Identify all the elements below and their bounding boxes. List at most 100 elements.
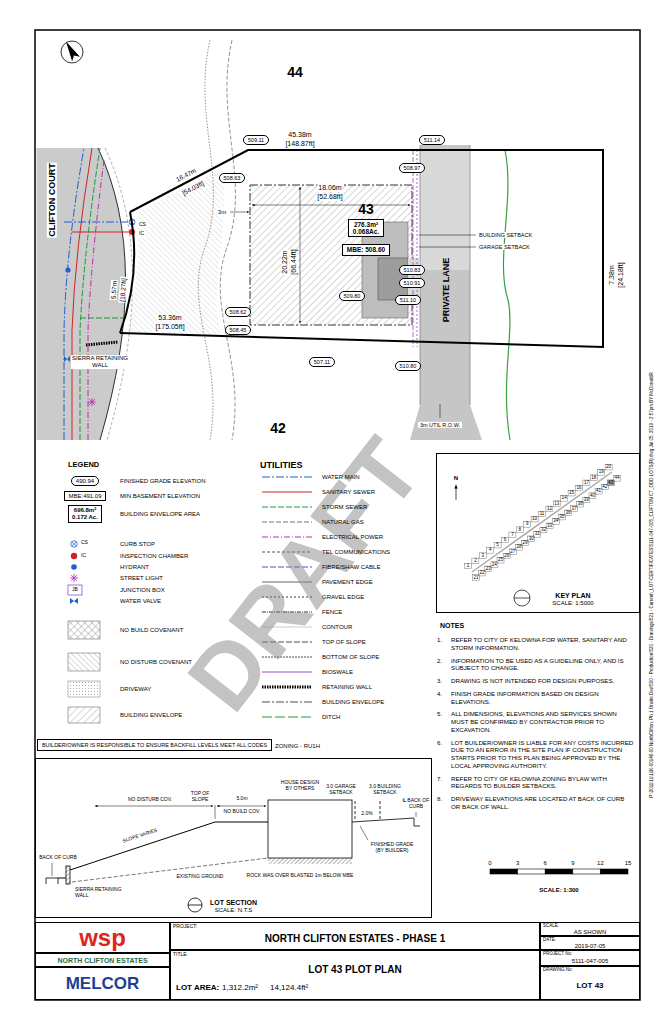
legend-symbols (70, 574, 78, 582)
node-text: BUILDER/OWNER IS RESPONSIBLE TO ENSURE B… (42, 742, 267, 748)
elevation-oval: 511.10 (395, 295, 421, 305)
dimension-label: 3m (217, 209, 227, 216)
logo-cell: NORTH CLIFTON ESTATES (35, 953, 170, 967)
node-text: 511.10 (400, 297, 416, 303)
lot-section-drawing (46, 800, 420, 912)
slope-lines (198, 40, 213, 440)
section-label: FINISHED GRADE (BY BUILDER) (367, 842, 417, 854)
key-plan-map (465, 464, 621, 580)
node-text: MBE:491.09 (68, 493, 101, 500)
sheet-frame (35, 30, 640, 1000)
key-plan-lot: 16 (576, 485, 581, 490)
key-plan-lot: 17 (584, 480, 589, 485)
key-plan-map (558, 514, 565, 520)
dimension-label: [66.44ft] (290, 248, 298, 275)
key-plan-map (589, 493, 596, 499)
key-plan-lot: 24 (492, 562, 497, 567)
section-label: TOP OF SLOPE (185, 791, 215, 803)
lot-section-drawing (414, 818, 420, 826)
key-plan-symbols (456, 485, 530, 606)
scale-bar (573, 869, 601, 874)
node-text: wsp (79, 926, 126, 950)
key-plan-lot: 35 (559, 515, 564, 520)
note-number: 4. (437, 690, 451, 706)
legend-text: BOTTOM OF SLOPE (322, 654, 379, 661)
key-plan-lot: 41 (596, 489, 601, 494)
key-plan-lot: 36 (565, 510, 570, 515)
elevation-oval: 509.11 (243, 135, 269, 145)
title-cell: PROJECT No:5111-047-005 (540, 950, 640, 966)
logo-cell: MELCOR (35, 967, 170, 1000)
key-plan-map (497, 558, 504, 564)
lot-section-drawing (217, 806, 266, 807)
note-number: 6. (437, 739, 451, 770)
lot-section-drawing (188, 905, 202, 906)
street-name: CLIFTON COURT (47, 162, 57, 237)
legend-text: BIOSWALE (322, 669, 353, 676)
private-lane (420, 150, 470, 270)
node-text: NORTH CLIFTON ESTATES - PHASE 1 (171, 929, 539, 949)
lot-area-label: LOT AREA: (176, 983, 219, 992)
key-plan-map (479, 553, 486, 559)
legend-text: NO DISTURB COVENANT (120, 659, 192, 666)
utility-lines (64, 222, 129, 223)
key-plan-lot: 10 (532, 517, 537, 522)
node-text: LOT 43 PLOT PLAN (171, 957, 539, 983)
node-text: 490.94 (76, 478, 94, 485)
title-cell: TITLE:LOT 43 PLOT PLAN (170, 950, 540, 1000)
legend-text: BUILDING ENVELOPE (120, 712, 182, 719)
callout-label: CS (138, 222, 147, 228)
lot-lines (120, 212, 134, 333)
legend-text: DRIVEWAY (120, 686, 151, 693)
utility-lines (88, 160, 104, 440)
lot-area-label: 1,312.2m² (222, 983, 258, 992)
node-text: 0.172 Ac. (72, 514, 98, 521)
node-text: MBE: 508.60 (347, 246, 385, 253)
legend-symbols (68, 653, 100, 671)
setback-lines (419, 235, 476, 247)
lot-number: 42 (270, 420, 286, 436)
key-plan-map (494, 542, 501, 548)
legend-text: PAVEMENT EDGE (322, 579, 373, 586)
legend-symbols (68, 585, 82, 595)
legend-symbols (68, 681, 100, 697)
legend-symbols (71, 564, 77, 570)
dimension-lines (230, 212, 249, 213)
note-row: 8.DRIVEWAY ELEVATIONS ARE LOCATED AT BAC… (437, 795, 635, 811)
node-text: 508.97 (404, 165, 421, 171)
key-plan-lot: 19 (599, 470, 604, 475)
callout-label: IC (138, 231, 145, 237)
scale-number: 6 (544, 860, 547, 867)
dimension-lines (252, 205, 410, 206)
legend-text: STREET LIGHT (120, 575, 163, 582)
key-plan-lot: 20 (606, 465, 611, 470)
legend-box: MBE:491.09 (64, 491, 107, 502)
lot-section-drawing (416, 812, 417, 817)
key-plan-lot: 40 (590, 493, 595, 498)
building-envelope (250, 185, 412, 325)
bioswale (503, 150, 510, 440)
lot-section-drawing (355, 801, 356, 821)
legend-text: WATER MAIN (322, 474, 360, 481)
slope-lines (220, 40, 235, 440)
key-plan-lot: 43 (608, 480, 613, 485)
title-cell: SCALE:AS SHOWN (540, 922, 640, 936)
key-plan-map (561, 496, 568, 502)
note-text: DRIVEWAY ELEVATIONS ARE LOCATED AT BACK … (451, 795, 635, 811)
legend-box: 696.8m²0.172 Ac. (68, 505, 103, 523)
key-plan-map (583, 497, 590, 503)
key-plan-map (607, 480, 614, 486)
key-plan-lot: 14 (562, 496, 567, 501)
key-plan-lot: 3 (482, 553, 485, 558)
node-text: SCALE: (541, 923, 561, 929)
north-label: N (454, 475, 458, 482)
service-symbols (88, 398, 96, 406)
key-plan-symbols (456, 485, 457, 500)
legend-text: TEL COMMUNICATIONS (322, 549, 390, 556)
utility-lines (64, 148, 129, 440)
key-plan-lot: 26 (504, 553, 509, 558)
key-plan-lot: 38 (578, 502, 583, 507)
street-area (37, 148, 126, 440)
node-text: 5111-047-005 (541, 957, 639, 966)
section-label: NO BUILD COV. (224, 809, 261, 815)
